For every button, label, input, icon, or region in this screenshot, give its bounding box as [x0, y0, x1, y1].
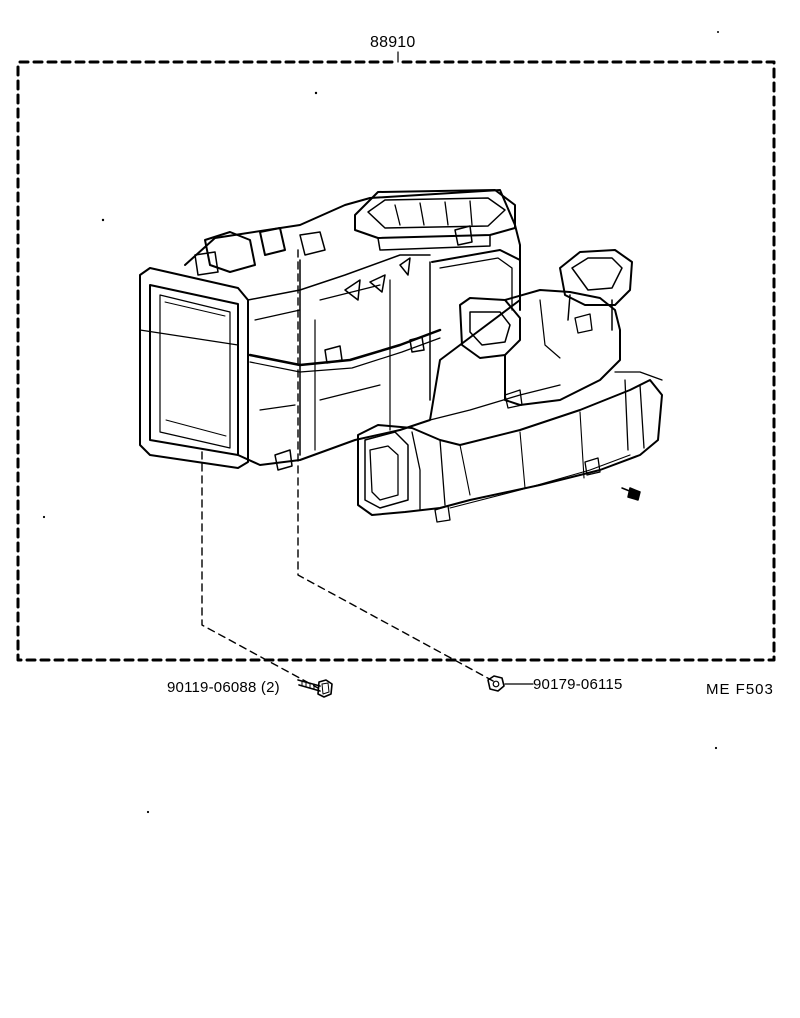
- nut-icon: [487, 675, 534, 692]
- figure-code: ME F503: [706, 681, 774, 698]
- bolt-part-number: 90119-06088 (2): [167, 679, 280, 696]
- side-panel: [431, 249, 521, 311]
- nut-part-number: 90179-06115: [533, 676, 623, 693]
- left-gasket-frame: [139, 267, 249, 469]
- assembly-part-number: 88910: [370, 34, 416, 51]
- heater-case-body: [184, 189, 521, 471]
- rear-duct: [459, 249, 633, 406]
- top-outlet: [354, 189, 516, 251]
- leader-lines: [201, 249, 496, 689]
- bolt-icon: [297, 679, 333, 698]
- assembly-boundary: [16, 60, 776, 662]
- foot-duct: [357, 371, 663, 523]
- screw-icon: [621, 487, 641, 501]
- scan-specks: [42, 31, 719, 814]
